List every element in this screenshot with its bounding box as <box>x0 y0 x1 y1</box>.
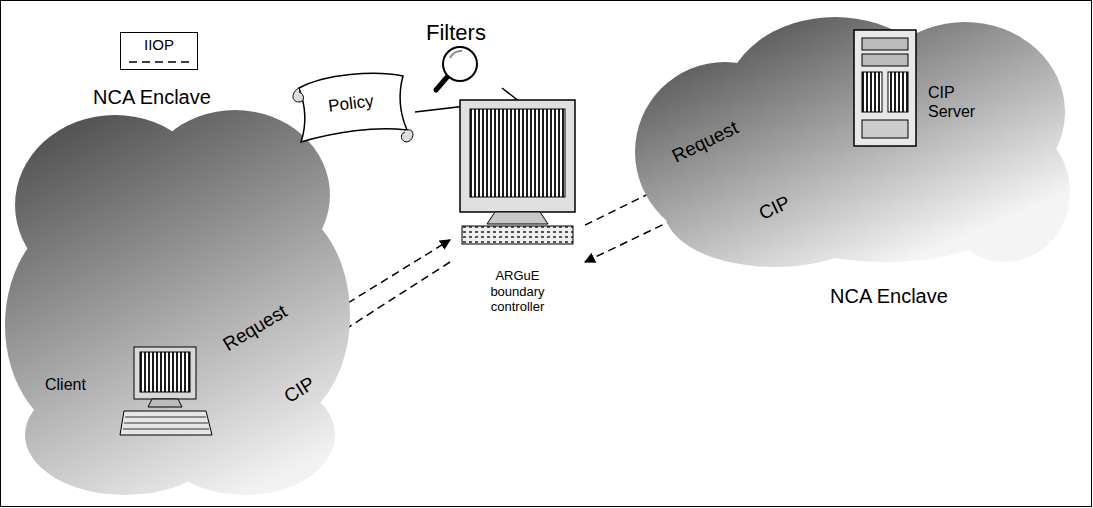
client-computer: Client <box>45 345 215 445</box>
boundary-controller: ARGuE boundary controller <box>450 100 585 325</box>
filters-magnifier: Filters <box>420 20 502 100</box>
node-label: Client <box>45 375 115 394</box>
legend-box: IIOP <box>120 32 198 70</box>
node-label: Filters <box>426 20 500 46</box>
node-label: NCA Enclave <box>830 284 1010 308</box>
legend-label: IIOP <box>121 36 197 53</box>
policy-scroll: Policy <box>285 68 415 148</box>
node-label: ARGuE boundary controller <box>477 268 558 315</box>
enclave-cloud: NCA Enclave CIP Server <box>635 12 1075 312</box>
node-label: NCA Enclave <box>93 85 263 109</box>
server-icon <box>850 28 922 150</box>
enclave-cloud: NCA EnclaveClient <box>5 85 350 500</box>
cloud-shape <box>5 85 350 500</box>
node-label: CIP Server <box>928 83 984 121</box>
monitor-icon <box>450 100 585 260</box>
cip-server: CIP Server <box>850 28 986 153</box>
attachment-line <box>502 88 518 100</box>
computer-icon <box>120 345 215 445</box>
